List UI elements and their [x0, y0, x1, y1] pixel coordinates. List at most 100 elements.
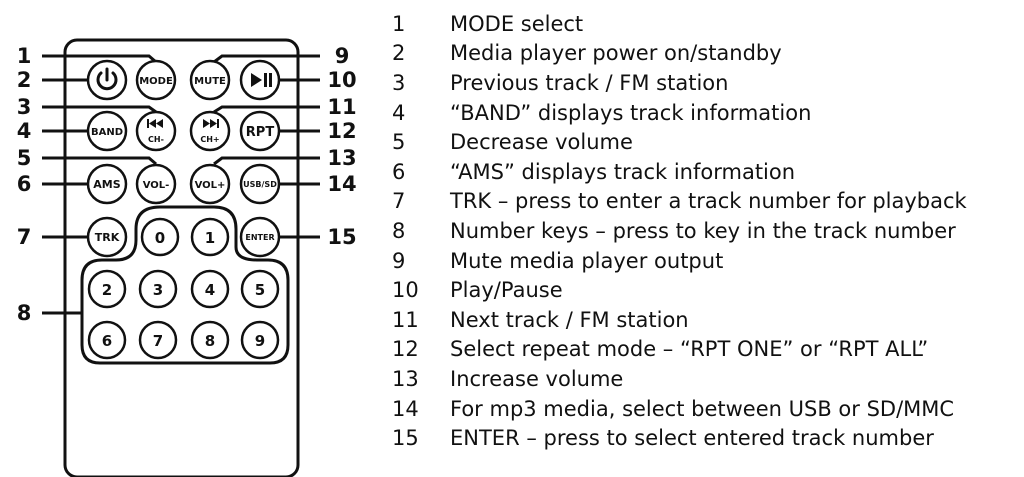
number-key-7-label: 7 [153, 332, 163, 350]
callout-9: 9 [335, 44, 350, 68]
previous-track-label: CH- [148, 135, 164, 144]
band-button-label: BAND [91, 127, 123, 138]
trk-button[interactable] [86, 216, 128, 258]
mute-button[interactable] [189, 59, 231, 101]
legend-number: 12 [392, 337, 419, 362]
callout-6: 6 [17, 172, 32, 196]
number-key-8-label: 8 [205, 332, 215, 350]
legend-text: MODE select [450, 11, 584, 36]
callout-14: 14 [327, 172, 356, 196]
ams-button-label: AMS [93, 178, 120, 191]
repeat-button[interactable] [239, 110, 281, 152]
trk-button-label: TRK [95, 231, 120, 244]
number-key-3[interactable] [138, 269, 178, 309]
number-key-0[interactable] [140, 217, 180, 257]
legend-number: 13 [392, 366, 419, 391]
legend-number: 14 [392, 396, 419, 421]
callout-7: 7 [17, 225, 32, 249]
legend-text: Increase volume [450, 366, 624, 391]
callout-13: 13 [327, 146, 356, 170]
legend-text: Media player power on/standby [450, 41, 782, 66]
legend-number: 11 [392, 307, 419, 332]
number-key-2[interactable] [87, 269, 127, 309]
number-keys-outline [80, 205, 290, 365]
legend-number: 5 [392, 130, 406, 155]
legend-text: Mute media player output [450, 248, 724, 273]
number-key-1[interactable] [190, 217, 230, 257]
next-track-button[interactable] [189, 110, 231, 152]
usb-sd-button-label: USB/SD [243, 180, 277, 189]
legend-number: 2 [392, 41, 406, 66]
legend-item: 6 “AMS” displays track information [392, 157, 1022, 187]
number-key-2-label: 2 [102, 281, 112, 299]
legend-item: 2 Media player power on/standby [392, 39, 1022, 69]
volume-up-button[interactable] [189, 163, 231, 205]
legend-number: 3 [392, 70, 406, 95]
power-icon [96, 67, 118, 91]
usb-sd-button[interactable] [239, 163, 281, 205]
callout-15: 15 [327, 225, 356, 249]
legend-item: 13 Increase volume [392, 364, 1022, 394]
legend-text: Number keys – press to key in the track … [450, 218, 956, 243]
number-key-1-label: 1 [205, 229, 215, 247]
callout-12: 12 [327, 119, 356, 143]
legend-item: 9 Mute media player output [392, 246, 1022, 276]
number-key-4[interactable] [190, 269, 230, 309]
remote-body [63, 38, 300, 477]
callout-10: 10 [327, 68, 356, 92]
legend-number: 9 [392, 248, 406, 273]
next-track-label: CH+ [200, 135, 219, 144]
legend-item: 15 ENTER – press to select entered track … [392, 423, 1022, 453]
volume-down-button[interactable] [135, 163, 177, 205]
number-key-8[interactable] [190, 320, 230, 360]
number-key-3-label: 3 [153, 281, 163, 299]
number-key-7[interactable] [138, 320, 178, 360]
band-button[interactable] [86, 110, 128, 152]
legend-number: 7 [392, 189, 406, 214]
callout-11: 11 [327, 95, 356, 119]
number-key-6[interactable] [87, 320, 127, 360]
legend-item: 11 Next track / FM station [392, 305, 1022, 335]
legend-text: TRK – press to enter a track number for … [450, 189, 967, 214]
number-key-9[interactable] [240, 320, 280, 360]
next-track-icon [203, 119, 219, 128]
callout-1: 1 [17, 44, 32, 68]
legend-number: 4 [392, 100, 406, 125]
callout-5: 5 [17, 146, 32, 170]
mode-button-label: MODE [139, 76, 173, 87]
legend-item: 4“BAND” displays track information [392, 98, 1022, 128]
ams-button[interactable] [86, 163, 128, 205]
number-key-6-label: 6 [102, 332, 112, 350]
mode-button[interactable] [135, 59, 177, 101]
volume-down-label: VOL- [143, 180, 170, 191]
legend-number: 10 [392, 278, 419, 303]
legend-text: For mp3 media, select between USB or SD/… [450, 396, 955, 421]
callout-2: 2 [17, 68, 32, 92]
legend-text: “AMS” displays track information [450, 159, 796, 184]
play-pause-icon [251, 73, 272, 87]
legend-text: ENTER – press to select entered track nu… [450, 426, 934, 451]
number-key-5-label: 5 [255, 281, 265, 299]
previous-track-button[interactable] [135, 110, 177, 152]
number-key-9-label: 9 [255, 332, 265, 350]
previous-track-icon [147, 119, 163, 128]
legend-text: Next track / FM station [450, 307, 689, 332]
number-key-0-label: 0 [155, 229, 165, 247]
number-key-5[interactable] [240, 269, 280, 309]
callout-4: 4 [17, 119, 32, 143]
legend-number: 6 [392, 159, 406, 184]
enter-button-label: ENTER [245, 233, 274, 242]
legend-item: 7 TRK – press to enter a track number for… [392, 187, 1022, 217]
enter-button[interactable] [239, 216, 281, 258]
repeat-button-label: RPT [246, 125, 275, 140]
legend-number: 8 [392, 218, 406, 243]
volume-up-label: VOL+ [195, 180, 226, 191]
callout-8: 8 [17, 301, 32, 325]
legend-number: 15 [392, 426, 419, 451]
